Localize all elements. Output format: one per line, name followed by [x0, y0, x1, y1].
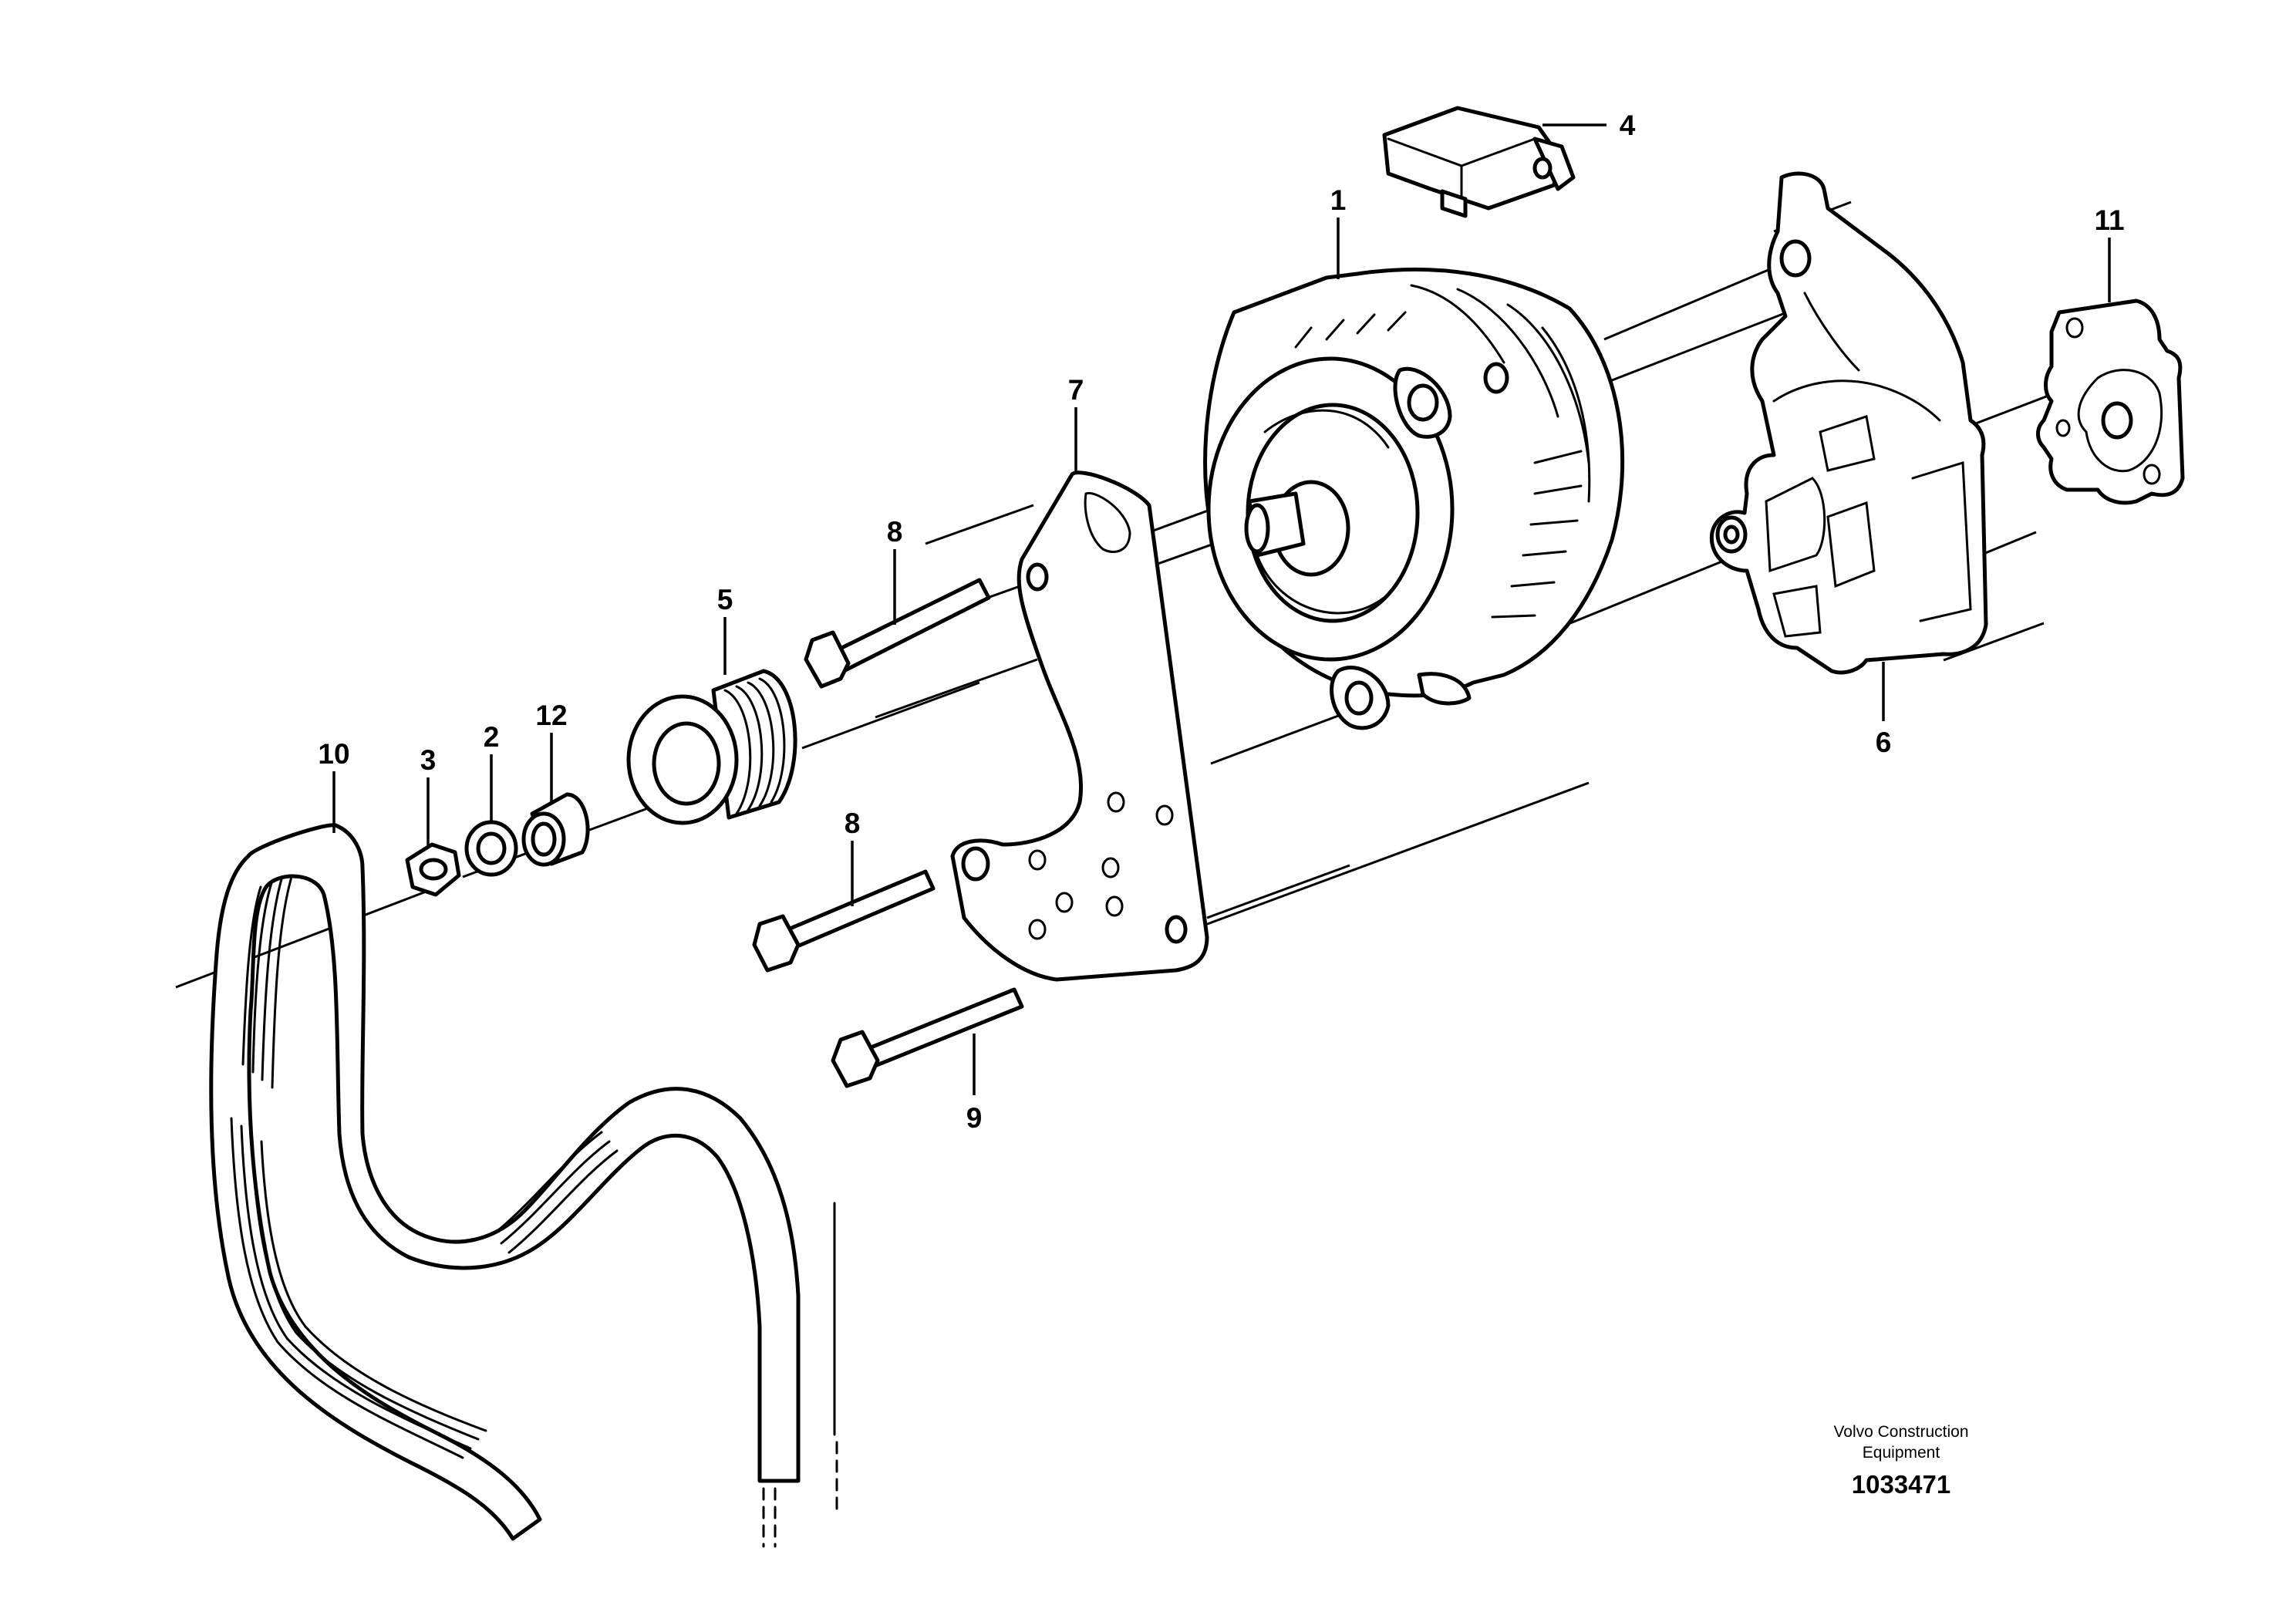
callout-7: 7	[1068, 374, 1084, 406]
bolt-upper	[804, 578, 991, 689]
callout-labels: 1 2 3 4 5 6 7 8 8 9 10 11 12	[318, 110, 2124, 1134]
callout-9: 9	[966, 1102, 983, 1134]
washer	[464, 820, 518, 877]
callout-11: 11	[2094, 204, 2124, 236]
callout-8-lower: 8	[845, 808, 861, 839]
voltage-regulator	[1382, 106, 1576, 218]
callout-8-upper: 8	[887, 516, 903, 548]
alternator	[1203, 267, 1625, 730]
bracket-plate	[950, 470, 1209, 982]
callout-5: 5	[717, 584, 733, 615]
drawing-footer: Volvo Construction Equipment 1033471	[1833, 1423, 1968, 1499]
pulley	[626, 669, 797, 825]
spacer-sleeve	[521, 792, 590, 867]
callout-1: 1	[1330, 184, 1347, 216]
callout-4: 4	[1620, 110, 1636, 141]
callout-2: 2	[484, 721, 500, 753]
brand-line-2: Equipment	[1863, 1444, 1940, 1462]
callout-6: 6	[1876, 727, 1892, 758]
poly-v-belt	[209, 823, 838, 1548]
mounting-bracket	[1709, 171, 1988, 675]
bolt-lower	[752, 869, 936, 973]
leader-lines	[332, 123, 2111, 1095]
callout-10: 10	[318, 738, 349, 770]
drawing-number: 1033471	[1852, 1470, 1950, 1499]
brand-line-1: Volvo Construction	[1833, 1423, 1968, 1441]
callout-3: 3	[420, 744, 437, 776]
cover-plate	[2036, 298, 2185, 505]
nut	[405, 842, 461, 897]
bolt-long	[831, 987, 1024, 1088]
callout-12: 12	[535, 700, 567, 731]
